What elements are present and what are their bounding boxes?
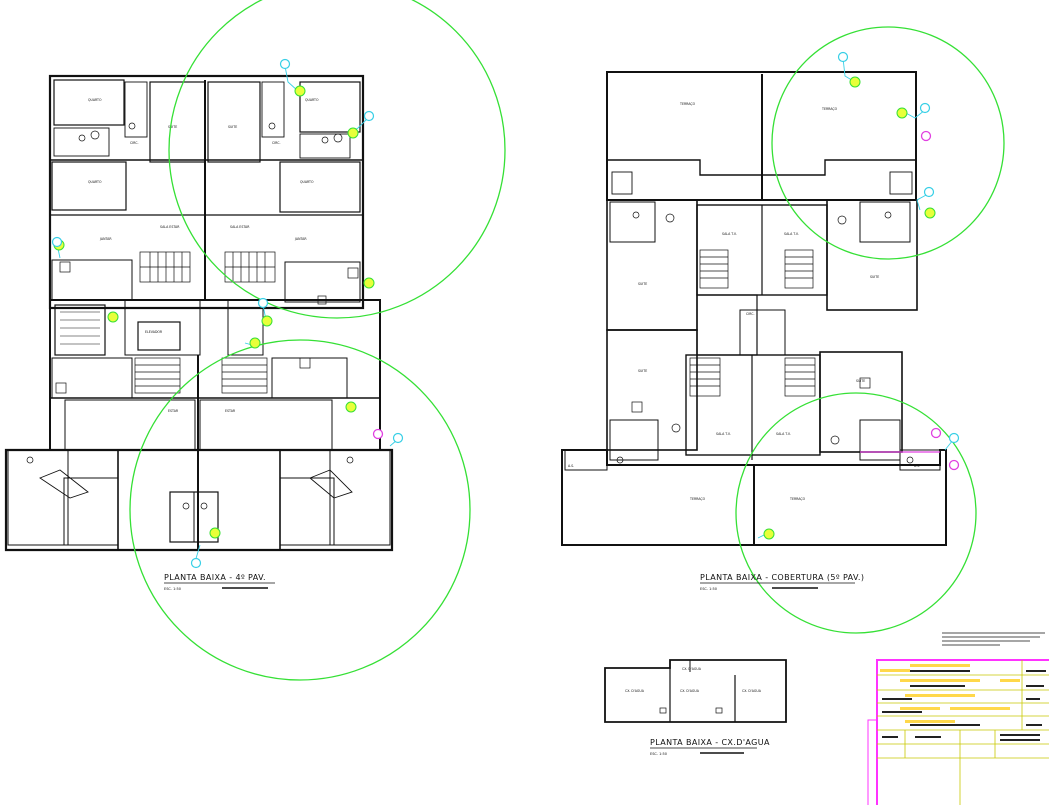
detector-marker-icon (924, 207, 936, 219)
detector-marker-icon (849, 76, 861, 88)
svg-text:TERRAÇO: TERRAÇO (821, 107, 838, 111)
plan-4th-floor[interactable]: QUARTO QUARTO SUITE SUITE QUARTO QUARTO SAL… (4, 74, 394, 552)
smoke-detector-icon (919, 102, 931, 114)
svg-text:CIRC.: CIRC. (130, 141, 138, 145)
plan-scale-roof: ESC. 1:50 (700, 587, 717, 591)
plan-water-tank[interactable]: CX. D'AGUA CX. D'AGUA CX. D'AGUA CX. D'A… (604, 659, 787, 723)
svg-text:JANTAR: JANTAR (294, 237, 307, 241)
svg-text:SALA T.V.: SALA T.V. (784, 232, 799, 236)
plan-title-roof: PLANTA BAIXA - COBERTURA (5º PAV.) (700, 573, 864, 582)
plan-scale-water-tank: ESC. 1:50 (650, 752, 667, 756)
smoke-detector-icon (51, 236, 63, 248)
svg-text:SALA ESTAR: SALA ESTAR (160, 225, 180, 229)
svg-text:CX. D'AGUA: CX. D'AGUA (742, 689, 762, 693)
svg-text:QUARTO: QUARTO (300, 180, 314, 184)
smoke-detector-icon (392, 432, 404, 444)
svg-text:SALA T.V.: SALA T.V. (722, 232, 737, 236)
svg-text:TERRAÇO: TERRAÇO (679, 102, 696, 106)
alarm-device-icon (930, 427, 942, 439)
svg-text:CX. D'AGUA: CX. D'AGUA (682, 667, 702, 671)
svg-text:QUARTO: QUARTO (88, 98, 102, 102)
plan-scale-4th-floor: ESC. 1:50 (164, 587, 181, 591)
detector-marker-icon (294, 85, 306, 97)
svg-text:SUITE: SUITE (638, 369, 647, 373)
plan-titles: PLANTA BAIXA - 4º PAV. ESC. 1:50 PLANTA … (164, 573, 864, 756)
svg-text:TERRAÇO: TERRAÇO (789, 497, 806, 501)
smoke-detector-icon (190, 557, 202, 569)
svg-text:SUITE: SUITE (638, 282, 647, 286)
coverage-circle-upper-left (168, 0, 506, 319)
title-block[interactable] (867, 659, 1049, 805)
svg-text:ESTAR: ESTAR (225, 409, 236, 413)
coverage-circle-lower-left (129, 339, 471, 681)
svg-text:SUITE: SUITE (870, 275, 879, 279)
detector-marker-icon (763, 528, 775, 540)
coverage-areas (129, 0, 1005, 681)
plan-roof-floor[interactable]: TERRAÇO TERRAÇO SUITE SUITE SALA T.V. SALA … (561, 71, 947, 546)
svg-text:SALA T.V.: SALA T.V. (716, 432, 731, 436)
plan-title-4th-floor: PLANTA BAIXA - 4º PAV. (164, 573, 266, 582)
smoke-detectors[interactable] (51, 51, 960, 569)
smoke-detector-icon (923, 186, 935, 198)
svg-text:SUITE: SUITE (228, 125, 237, 129)
notes-block (942, 632, 1045, 646)
svg-text:SALA T.V.: SALA T.V. (776, 432, 791, 436)
detector-marker-icon (896, 107, 908, 119)
svg-text:CX. D'AGUA: CX. D'AGUA (625, 689, 645, 693)
coverage-circle-lower-right (735, 392, 977, 634)
alarm-device-icon (920, 130, 932, 142)
detector-marker-icon (345, 401, 357, 413)
svg-text:SUITE: SUITE (168, 125, 177, 129)
detector-marker-icon (347, 127, 359, 139)
detector-marker-icon (261, 315, 273, 327)
svg-text:JANTAR: JANTAR (99, 237, 112, 241)
svg-text:A.S.: A.S. (568, 464, 574, 468)
detector-markers[interactable] (53, 76, 936, 540)
coverage-circle-upper-right (771, 26, 1005, 260)
svg-text:QUARTO: QUARTO (305, 98, 319, 102)
smoke-detector-icon (279, 58, 291, 70)
plan-title-water-tank: PLANTA BAIXA - CX.D'AGUA (650, 738, 770, 747)
smoke-detector-icon (948, 432, 960, 444)
svg-text:SALA ESTAR: SALA ESTAR (230, 225, 250, 229)
svg-text:CIRC.: CIRC. (272, 141, 280, 145)
alarm-devices[interactable] (372, 130, 960, 471)
svg-text:QUARTO: QUARTO (88, 180, 102, 184)
smoke-detector-icon (257, 297, 269, 309)
alarm-device-icon (948, 459, 960, 471)
svg-text:TERRAÇO: TERRAÇO (689, 497, 706, 501)
svg-text:A.S.: A.S. (914, 464, 920, 468)
svg-text:ESTAR: ESTAR (168, 409, 179, 413)
detector-marker-icon (209, 527, 221, 539)
smoke-detector-icon (363, 110, 375, 122)
detector-marker-icon (249, 337, 261, 349)
detector-marker-icon (107, 311, 119, 323)
svg-text:CIRC.: CIRC. (746, 312, 754, 316)
svg-text:ELEVADOR: ELEVADOR (145, 330, 163, 334)
alarm-device-icon (372, 428, 384, 440)
detector-leaders (56, 57, 954, 563)
detector-marker-icon (363, 277, 375, 289)
svg-text:CX. D'AGUA: CX. D'AGUA (680, 689, 700, 693)
svg-text:SUITE: SUITE (856, 379, 865, 383)
smoke-detector-icon (837, 51, 849, 63)
